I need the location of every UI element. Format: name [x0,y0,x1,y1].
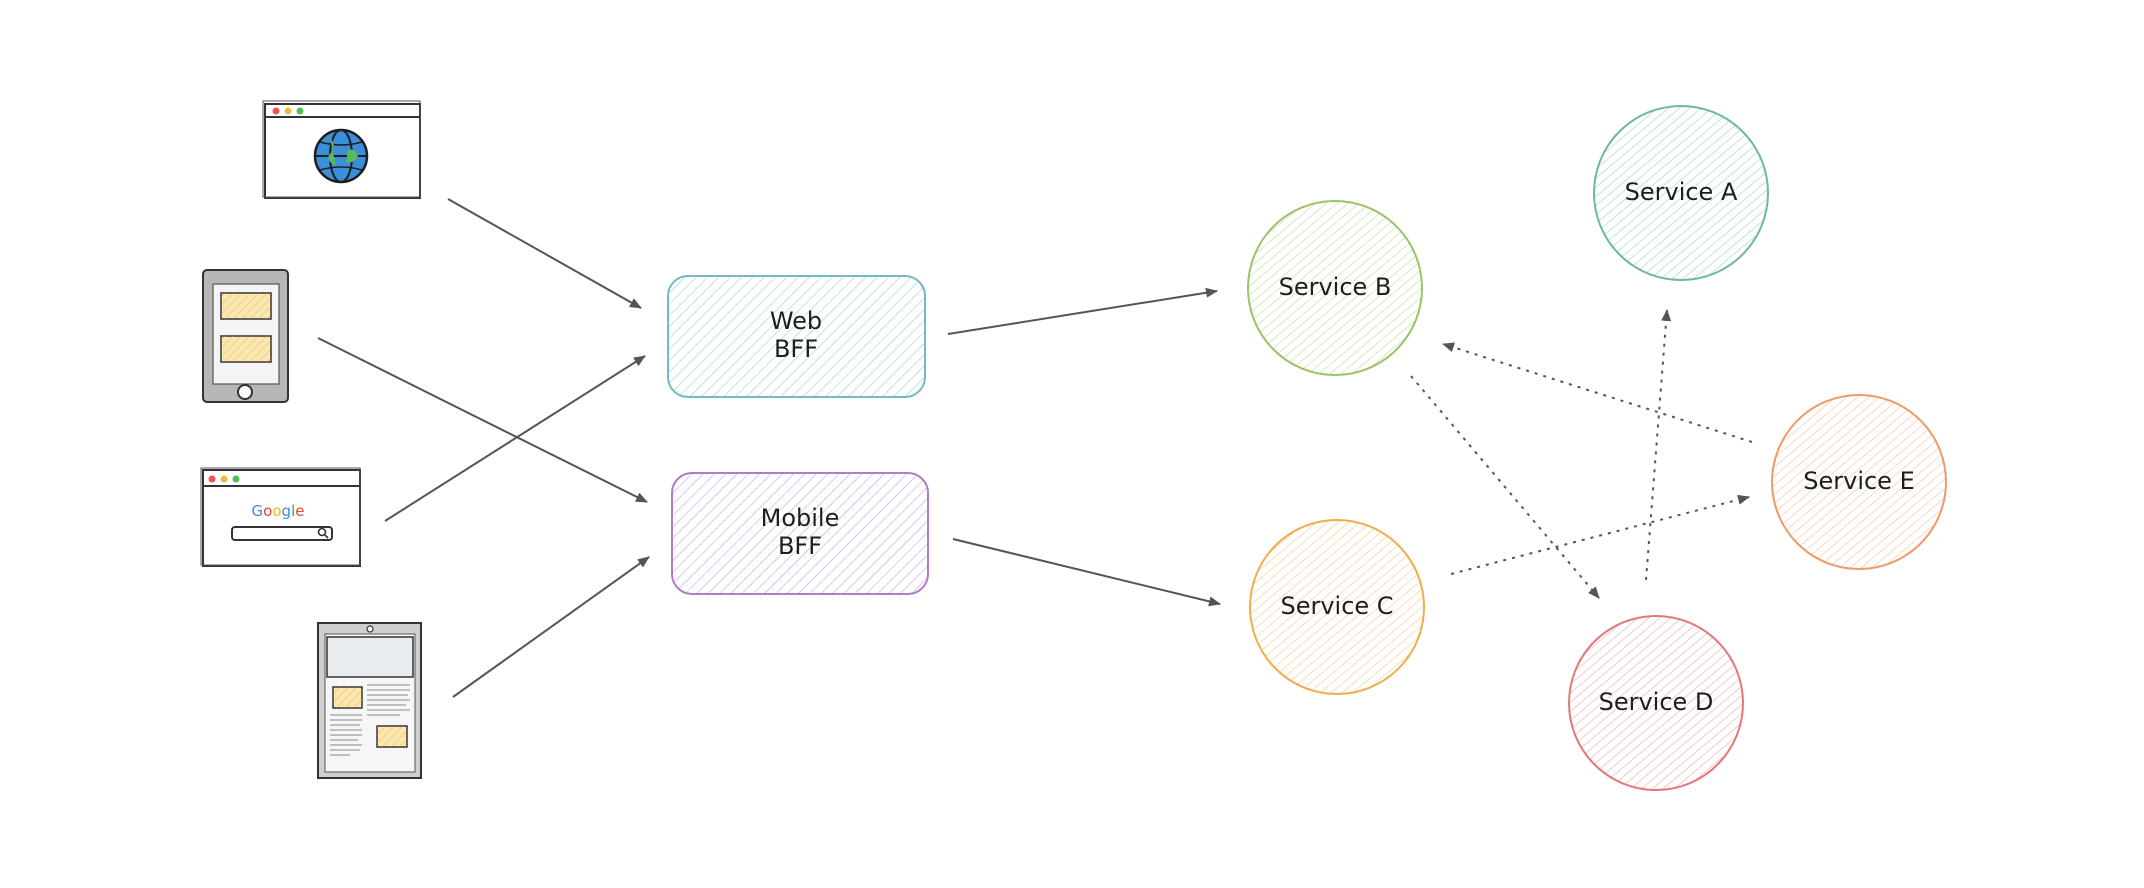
service-d-label: Service D [1599,688,1714,716]
service-c-node: Service C [1249,519,1425,695]
service-b-label: Service B [1279,273,1392,301]
search-icon [317,527,329,539]
web-bff-label-line1: Web [770,307,822,335]
web-bff-label-line2: BFF [774,335,818,363]
arrow-tablet-to-mobile-bff [452,556,650,698]
service-e-node: Service E [1771,394,1947,570]
tablet-icon [317,622,422,779]
arrow-service-b-to-service-d [1410,375,1600,599]
arrow-phone-to-mobile-bff [317,337,648,503]
arrow-web-bff-to-service-b [947,287,1218,335]
service-a-node: Service A [1593,105,1769,281]
arrow-search-to-web-bff [384,355,646,522]
mobile-phone-icon [202,269,289,403]
arrow-service-e-to-service-b [1442,342,1753,443]
arrow-service-d-to-service-a [1645,309,1672,581]
search-logo: Google [252,502,305,520]
service-c-label: Service C [1280,592,1393,620]
mobile-bff-node: Mobile BFF [671,472,929,595]
mobile-bff-label-line2: BFF [778,532,822,560]
arrow-browser-to-web-bff [447,198,642,309]
search-browser-icon: Google [200,467,361,567]
service-a-label: Service A [1625,178,1738,206]
arrow-mobile-bff-to-service-c [952,538,1221,607]
web-bff-node: Web BFF [667,275,926,398]
mobile-bff-label-line1: Mobile [761,504,840,532]
service-d-node: Service D [1568,615,1744,791]
globe-browser-icon [262,100,421,199]
service-e-label: Service E [1803,467,1915,495]
globe-icon [313,128,369,184]
arrow-service-c-to-service-e [1450,494,1750,575]
service-b-node: Service B [1247,200,1423,376]
